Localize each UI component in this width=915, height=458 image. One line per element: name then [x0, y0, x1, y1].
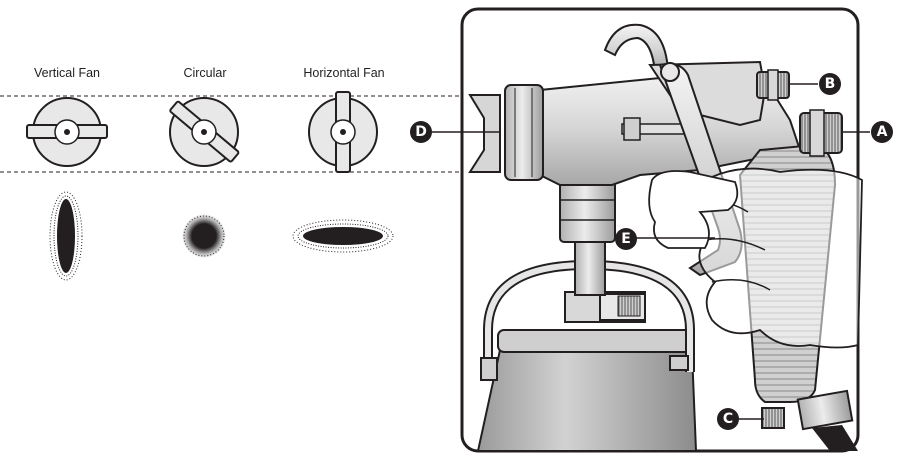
circular-cap-icon — [169, 97, 240, 167]
callout-d: D — [410, 121, 432, 143]
horizontal-fan-label: Horizontal Fan — [303, 66, 385, 80]
callout-e: E — [615, 228, 637, 250]
vertical-fan-label: Vertical Fan — [33, 66, 100, 80]
vertical-fan-cap-icon — [26, 97, 108, 167]
circular-label: Circular — [183, 66, 227, 80]
horizontal-fan-pattern — [292, 219, 394, 253]
callout-b: B — [819, 73, 841, 95]
air-cap — [468, 94, 501, 173]
horizontal-fan-cap-icon — [308, 91, 378, 173]
callout-c: C — [717, 408, 739, 430]
spray-gun-illustration — [468, 23, 863, 452]
air-hose — [812, 425, 858, 451]
vertical-fan-pattern — [49, 191, 83, 281]
hand — [686, 167, 863, 349]
circular-pattern — [182, 214, 226, 258]
index-finger — [648, 170, 739, 249]
callout-a: A — [871, 121, 893, 143]
